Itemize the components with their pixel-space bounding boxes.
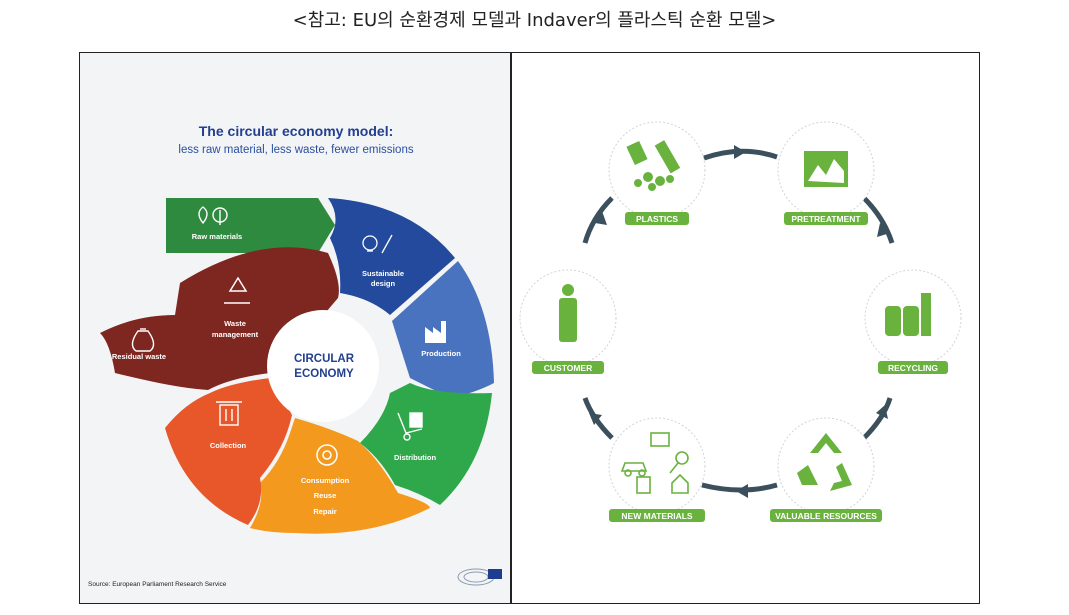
pretreatment-pill bbox=[784, 212, 868, 225]
plastic-bottles-icon bbox=[626, 140, 681, 191]
raw-materials-label: Raw materials bbox=[192, 232, 242, 241]
center-label-line1: CIRCULAR bbox=[294, 353, 355, 365]
center-circle bbox=[267, 310, 379, 422]
new-materials-label: NEW MATERIALS bbox=[621, 511, 692, 521]
customer-person-icon bbox=[559, 284, 577, 342]
residual-waste-label: Residual waste bbox=[112, 352, 166, 361]
recycle-symbol-icon bbox=[797, 433, 852, 491]
distribution-segment bbox=[360, 383, 492, 505]
raw-materials-segment bbox=[166, 198, 335, 253]
customer-pill bbox=[532, 361, 604, 374]
garbage-bag-icon bbox=[131, 328, 155, 352]
source-note: Source: European Parliament Research Ser… bbox=[88, 581, 227, 588]
recycling-pill bbox=[878, 361, 948, 374]
new-materials-circle bbox=[608, 417, 706, 515]
leaf-icon bbox=[198, 206, 228, 225]
indaver-plastics-diagram: PLASTICS PRETREATMENT RECYCLING VALUABLE… bbox=[519, 121, 962, 522]
arrowheads bbox=[589, 145, 890, 498]
reuse-label: Reuse bbox=[314, 491, 337, 500]
arrow-pretreatment-to-recycling bbox=[862, 196, 895, 244]
recycling-plant-icon bbox=[885, 293, 931, 336]
new-materials-products-icon bbox=[620, 432, 689, 494]
arrow-recycling-to-resources bbox=[862, 397, 893, 440]
plastics-pill bbox=[625, 212, 689, 225]
waste-management-label-2: management bbox=[212, 330, 259, 339]
sustainable-design-label-2: design bbox=[371, 279, 396, 288]
hand-truck-icon bbox=[397, 412, 423, 441]
waste-management-label: Waste bbox=[224, 319, 246, 328]
plastics-label: PLASTICS bbox=[636, 214, 678, 224]
eu-circular-economy-diagram: The circular economy model: less raw mat… bbox=[88, 123, 502, 588]
sustainable-design-label: Sustainable bbox=[362, 269, 404, 278]
lightbulb-pencil-icon bbox=[362, 234, 393, 254]
figure-caption: <참고: EU의 순환경제 모델과 Indaver의 플라스틱 순환 모델> bbox=[292, 10, 777, 31]
plastics-circle bbox=[608, 121, 706, 219]
customer-label: CUSTOMER bbox=[544, 363, 593, 373]
trash-bin-icon bbox=[216, 401, 242, 426]
production-label: Production bbox=[421, 349, 461, 358]
pretreatment-shredder-icon bbox=[804, 151, 848, 187]
sustainable-design-segment bbox=[328, 198, 455, 315]
eu-circular-economy-panel: The circular economy model: less raw mat… bbox=[79, 52, 511, 604]
valuable-resources-circle bbox=[777, 417, 875, 515]
eu-title: The circular economy model: bbox=[199, 123, 394, 139]
valuable-resources-pill bbox=[770, 509, 882, 522]
cycle-arrows-icon bbox=[316, 444, 338, 466]
consumption-label: Consumption bbox=[301, 476, 350, 485]
eu-subtitle: less raw material, less waste, fewer emi… bbox=[178, 144, 413, 156]
recycle-icon bbox=[224, 276, 250, 304]
factory-icon bbox=[425, 321, 446, 343]
valuable-resources-label: VALUABLE RESOURCES bbox=[775, 511, 877, 521]
pretreatment-label: PRETREATMENT bbox=[791, 214, 861, 224]
indaver-plastics-model-panel: PLASTICS PRETREATMENT RECYCLING VALUABLE… bbox=[511, 52, 980, 604]
distribution-label: Distribution bbox=[394, 453, 436, 462]
collection-label: Collection bbox=[210, 441, 247, 450]
collection-segment bbox=[165, 378, 292, 525]
consumption-segment bbox=[250, 418, 430, 534]
new-materials-pill bbox=[609, 509, 705, 522]
center-label-line2: ECONOMY bbox=[294, 368, 354, 380]
european-parliament-logo bbox=[457, 568, 502, 586]
recycling-label: RECYCLING bbox=[888, 363, 938, 373]
arrow-customer-to-plastics bbox=[582, 196, 614, 244]
repair-label: Repair bbox=[313, 507, 336, 516]
